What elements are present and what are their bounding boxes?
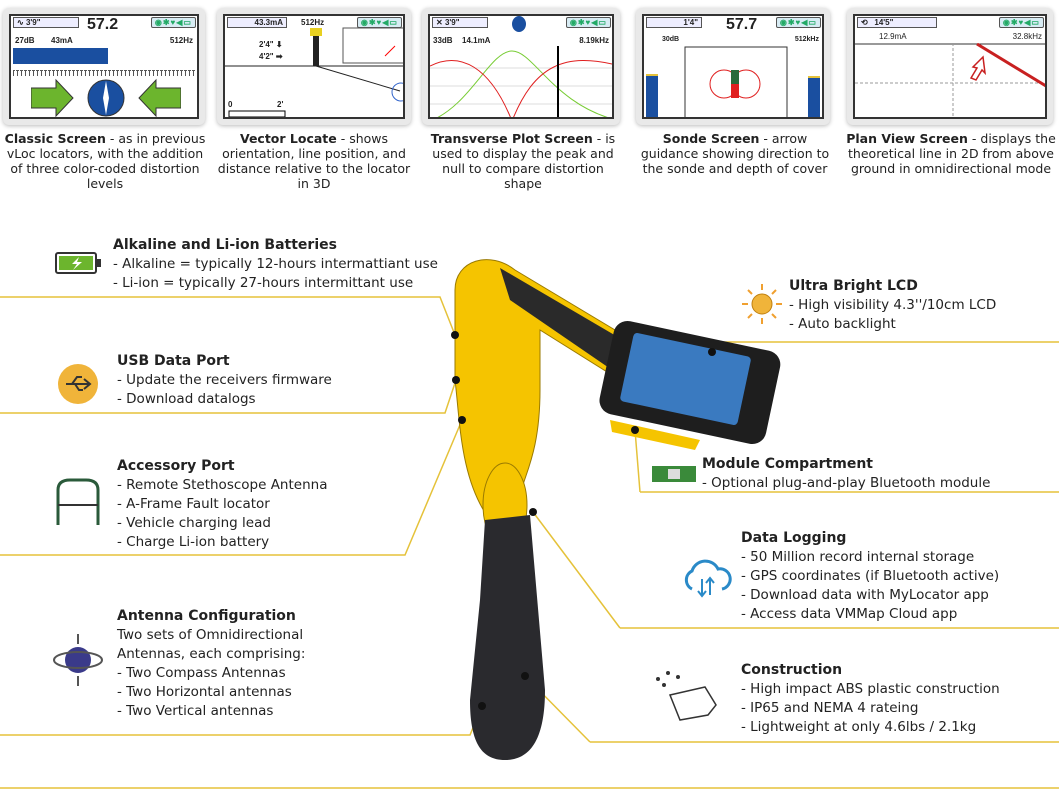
scale-ticks (13, 70, 195, 76)
usb-feature: USB Data Port- Update the receivers firm… (117, 353, 332, 407)
freq-readout: 8.19kHz (579, 36, 609, 45)
current-readout: 43.3mA (227, 17, 287, 28)
gain-readout: 33dB (433, 36, 453, 45)
current-readout: 43mA (51, 36, 73, 45)
current-readout: 14.1mA (462, 36, 491, 45)
antenna-sphere-icon (53, 634, 103, 686)
signal-readout: 57.2 (87, 16, 119, 33)
plan-plot (855, 43, 1045, 117)
water-spray-icon (656, 671, 717, 721)
a-frame-icon (56, 478, 100, 525)
waveform-icon: ∿ 3'9" (13, 17, 79, 28)
antenna-icon: ✕ 3'9" (432, 17, 488, 28)
right-level-bar (808, 76, 820, 117)
freq-readout: 512Hz (301, 18, 325, 27)
vector-plot (225, 27, 403, 117)
scale-end: 2' (277, 100, 284, 109)
classic-screen-thumb: ∿ 3'9" 57.2 ◉✱♥◀▭ 27dB 43mA 512Hz (3, 8, 205, 125)
signal-bar (13, 48, 108, 64)
gain-readout: 30dB (662, 36, 680, 43)
depth1-readout: 2'4" ⬇ (259, 40, 283, 49)
sonde-plot (684, 46, 788, 117)
depth2-readout: 4'2" ➡ (259, 52, 283, 61)
status-icons: ◉✱♥◀▭ (565, 17, 611, 28)
transverse-plot-caption: Transverse Plot Screen - is used to disp… (430, 131, 616, 191)
plan-view-thumb: ⟲ 14'5" ◉✱♥◀▭ 12.9mA 32.8kHz (847, 8, 1053, 125)
batteries-feature: Alkaline and Li-ion Batteries- Alkaline … (113, 237, 438, 291)
classic-screen-caption: Classic Screen - as in previous vLoc loc… (4, 131, 206, 191)
freq-readout: 512Hz (169, 36, 193, 45)
cloud-icon (684, 559, 732, 598)
battery-icon (55, 252, 101, 274)
construction-feature: Construction- High impact ABS plastic co… (741, 662, 1000, 735)
sonde-screen-caption: Sonde Screen - arrow guidance showing di… (640, 131, 830, 176)
compass-icon (512, 16, 526, 32)
freq-readout: 32.8kHz (1012, 32, 1042, 41)
vector-locate-caption: Vector Locate - shows orientation, line … (217, 131, 411, 191)
usb-icon (58, 364, 98, 404)
lcd-feature: Ultra Bright LCD- High visibility 4.3''/… (789, 278, 997, 332)
transverse-plot-thumb: ✕ 3'9" ◉✱♥◀▭ 33dB 14.1mA 8.19kHz (422, 8, 620, 125)
freq-readout: 512kHz (794, 36, 819, 43)
accessory-feature: Accessory Port- Remote Stethoscope Anten… (117, 458, 328, 550)
signal-readout: 57.7 (726, 16, 758, 33)
transverse-plot (430, 46, 612, 117)
status-icons: ◉✱♥◀▭ (150, 17, 196, 28)
logging-feature: Data Logging- 50 Million record internal… (741, 530, 1000, 622)
bluetooth-module-icon (652, 466, 696, 482)
status-icons: ◉✱♥◀▭ (775, 17, 821, 28)
status-icons: ◉✱♥◀▭ (998, 17, 1044, 28)
gain-readout: 27dB (15, 36, 35, 45)
depth-readout: 3'9" (25, 18, 41, 27)
left-level-bar (646, 74, 658, 117)
current-readout: 12.9mA (879, 32, 907, 41)
sonde-screen-thumb: 1'4" 57.7 ◉✱♥◀▭ 30dB 512kHz (636, 8, 830, 125)
scale-start: 0 (228, 100, 233, 109)
vector-locate-thumb: 43.3mA 512Hz ◉✱♥◀▭ 2'4" ⬇ 4'2" ➡ 0 2' (217, 8, 411, 125)
plan-icon: ⟲ 14'5" (857, 17, 937, 28)
direction-arrows (31, 78, 181, 117)
module-feature: Module Compartment- Optional plug-and-pl… (702, 456, 991, 491)
sun-icon (742, 284, 782, 324)
plan-view-caption: Plan View Screen - displays the theoreti… (846, 131, 1056, 176)
depth-readout: 1'4" (646, 17, 702, 28)
